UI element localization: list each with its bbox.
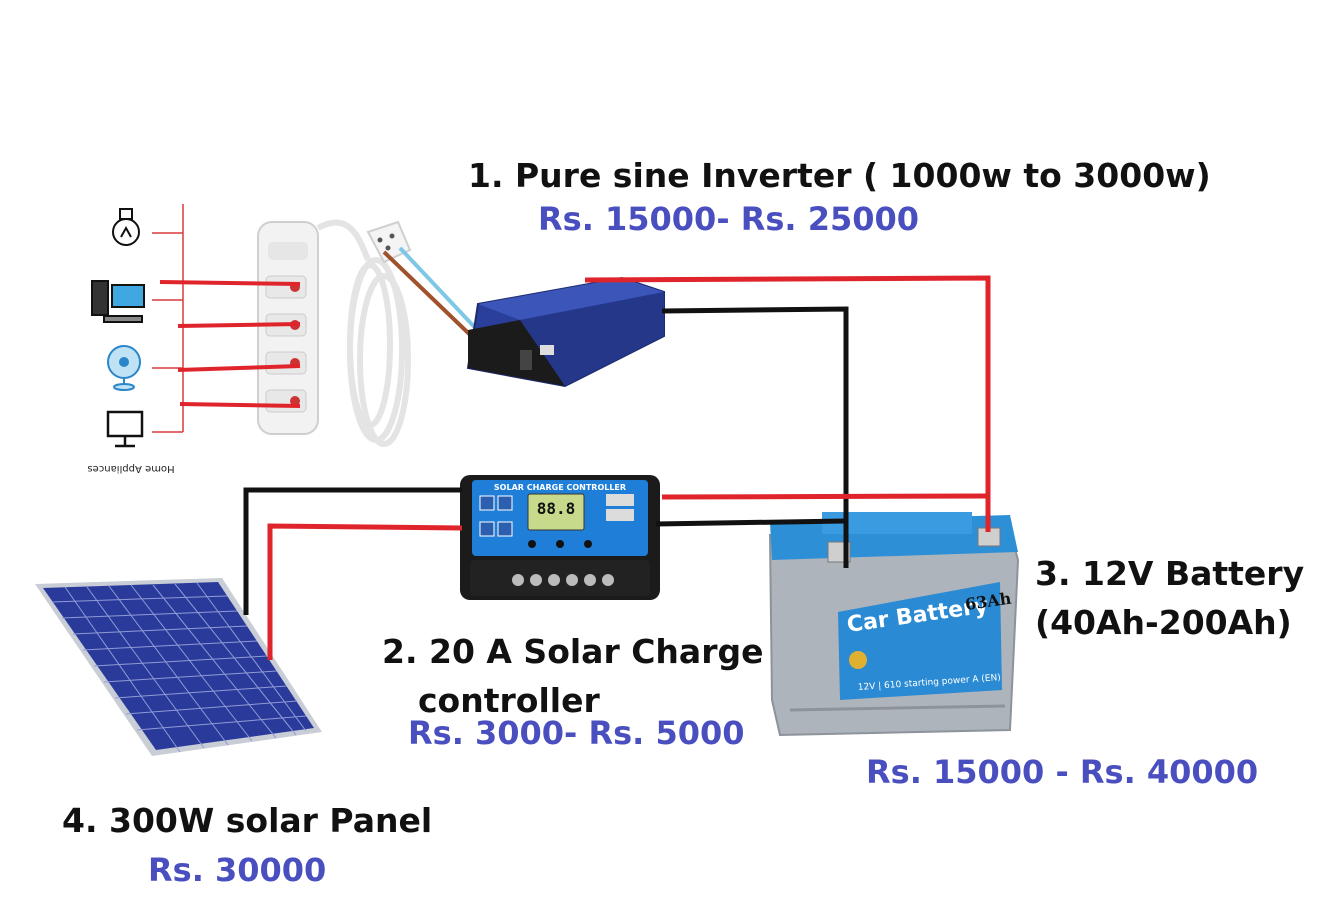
monitor-icon [106, 410, 144, 448]
appliance-feed-lines [152, 204, 184, 433]
panel-price: Rs. 30000 [148, 851, 327, 889]
bulb-icon [112, 208, 140, 246]
battery-title-line1: 3. 12V Battery [1035, 554, 1305, 593]
controller-header: SOLAR CHARGE CONTROLLER [494, 483, 626, 492]
inverter [466, 276, 665, 388]
controller-price: Rs. 3000- Rs. 5000 [408, 714, 745, 752]
controller-title-line1: 2. 20 A Solar Charge [382, 632, 764, 671]
power-cord [316, 219, 411, 447]
main-wires [243, 275, 991, 660]
panel-title: 4. 300W solar Panel [62, 801, 433, 840]
strip-to-appliance-wires [159, 280, 301, 408]
computer-icon [91, 280, 145, 323]
appliances-caption: Home Appliances [87, 463, 174, 474]
inverter-title: 1. Pure sine Inverter ( 1000w to 3000w) [468, 156, 1211, 195]
battery-title-line2: (40Ah-200Ah) [1035, 603, 1292, 642]
inverter-price: Rs. 15000- Rs. 25000 [538, 200, 920, 238]
fan-icon [107, 345, 141, 391]
solar-charge-controller: SOLAR CHARGE CONTROLLER 88.8 [460, 475, 660, 600]
battery: Car Battery 63Ah 12V | 610 starting powe… [768, 512, 1020, 737]
power-strip [257, 221, 319, 435]
battery-price: Rs. 15000 - Rs. 40000 [866, 753, 1259, 791]
plug-icon [366, 220, 412, 264]
solar-panel [35, 578, 322, 756]
controller-title-line2: controller [418, 681, 600, 720]
controller-display: 88.8 [537, 499, 576, 518]
